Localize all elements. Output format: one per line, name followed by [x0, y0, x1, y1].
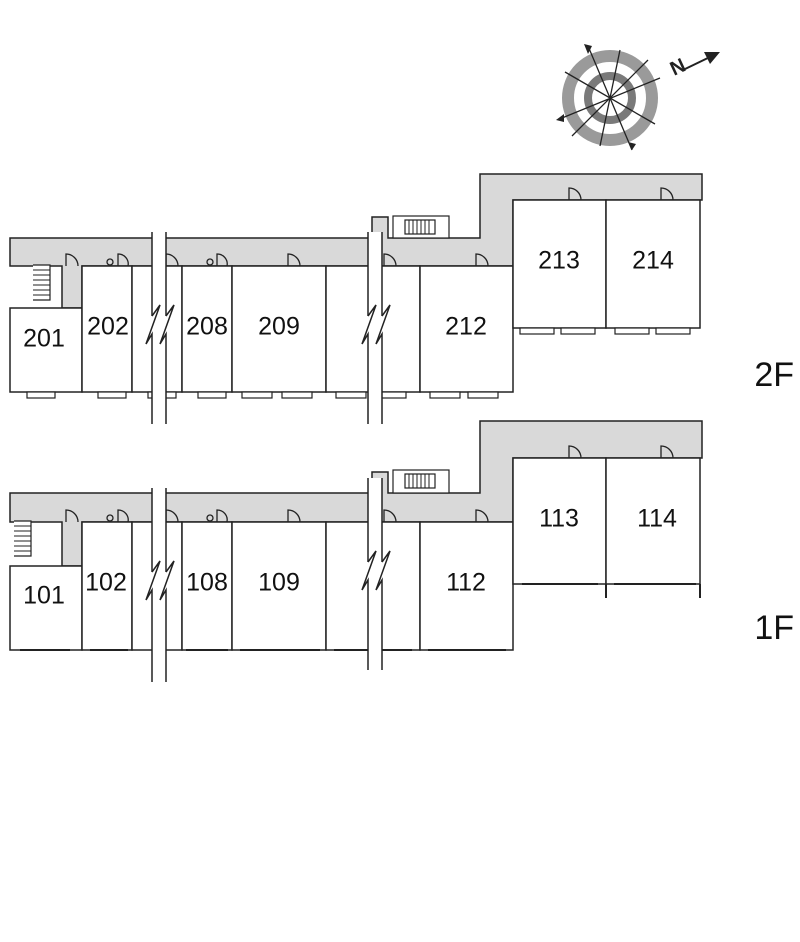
- room-label: 102: [85, 569, 127, 597]
- room-label: 214: [632, 247, 674, 275]
- room-label: 201: [23, 325, 65, 353]
- room-label: 109: [258, 569, 300, 597]
- room-label: 212: [445, 313, 487, 341]
- floor-label-1f: 1F: [754, 609, 794, 647]
- stair-icon: [14, 520, 32, 557]
- room-label: 208: [186, 313, 228, 341]
- room-113: [512, 457, 607, 585]
- corridor-2f: [9, 173, 703, 309]
- break-mark-icon: [145, 488, 175, 682]
- room-label: 209: [258, 313, 300, 341]
- room-label: 112: [446, 569, 486, 597]
- stair-icon: [392, 215, 450, 239]
- north-label: N: [667, 54, 689, 80]
- floor-1f: 101 102 108 109 112 113 114 1F: [9, 420, 794, 682]
- stair-icon: [392, 469, 450, 494]
- room-label: 113: [539, 505, 579, 533]
- room-114: [605, 457, 701, 585]
- room-label: 101: [23, 582, 65, 610]
- floor-2f: 201 202 208 209 212 213 214 2F: [9, 173, 794, 424]
- room-109: [231, 521, 327, 651]
- stair-icon: [33, 264, 51, 301]
- floor-label-2f: 2F: [754, 356, 794, 394]
- room-112: [419, 521, 514, 651]
- room-label: 108: [186, 569, 228, 597]
- room-212: [419, 265, 514, 393]
- room-214: [605, 199, 701, 329]
- break-mark-icon: [145, 232, 175, 424]
- room-label: 202: [87, 313, 129, 341]
- break-mark-icon: [361, 478, 391, 670]
- room-208: [181, 265, 233, 393]
- north-arrow-icon: N: [667, 52, 720, 81]
- door-icon: [65, 187, 674, 267]
- door-icon: [65, 445, 674, 523]
- break-mark-icon: [361, 232, 391, 424]
- room-label: 213: [538, 247, 580, 275]
- room-213: [512, 199, 607, 329]
- room-label: 114: [637, 505, 677, 533]
- room-209: [231, 265, 327, 393]
- compass-icon: N: [556, 44, 720, 151]
